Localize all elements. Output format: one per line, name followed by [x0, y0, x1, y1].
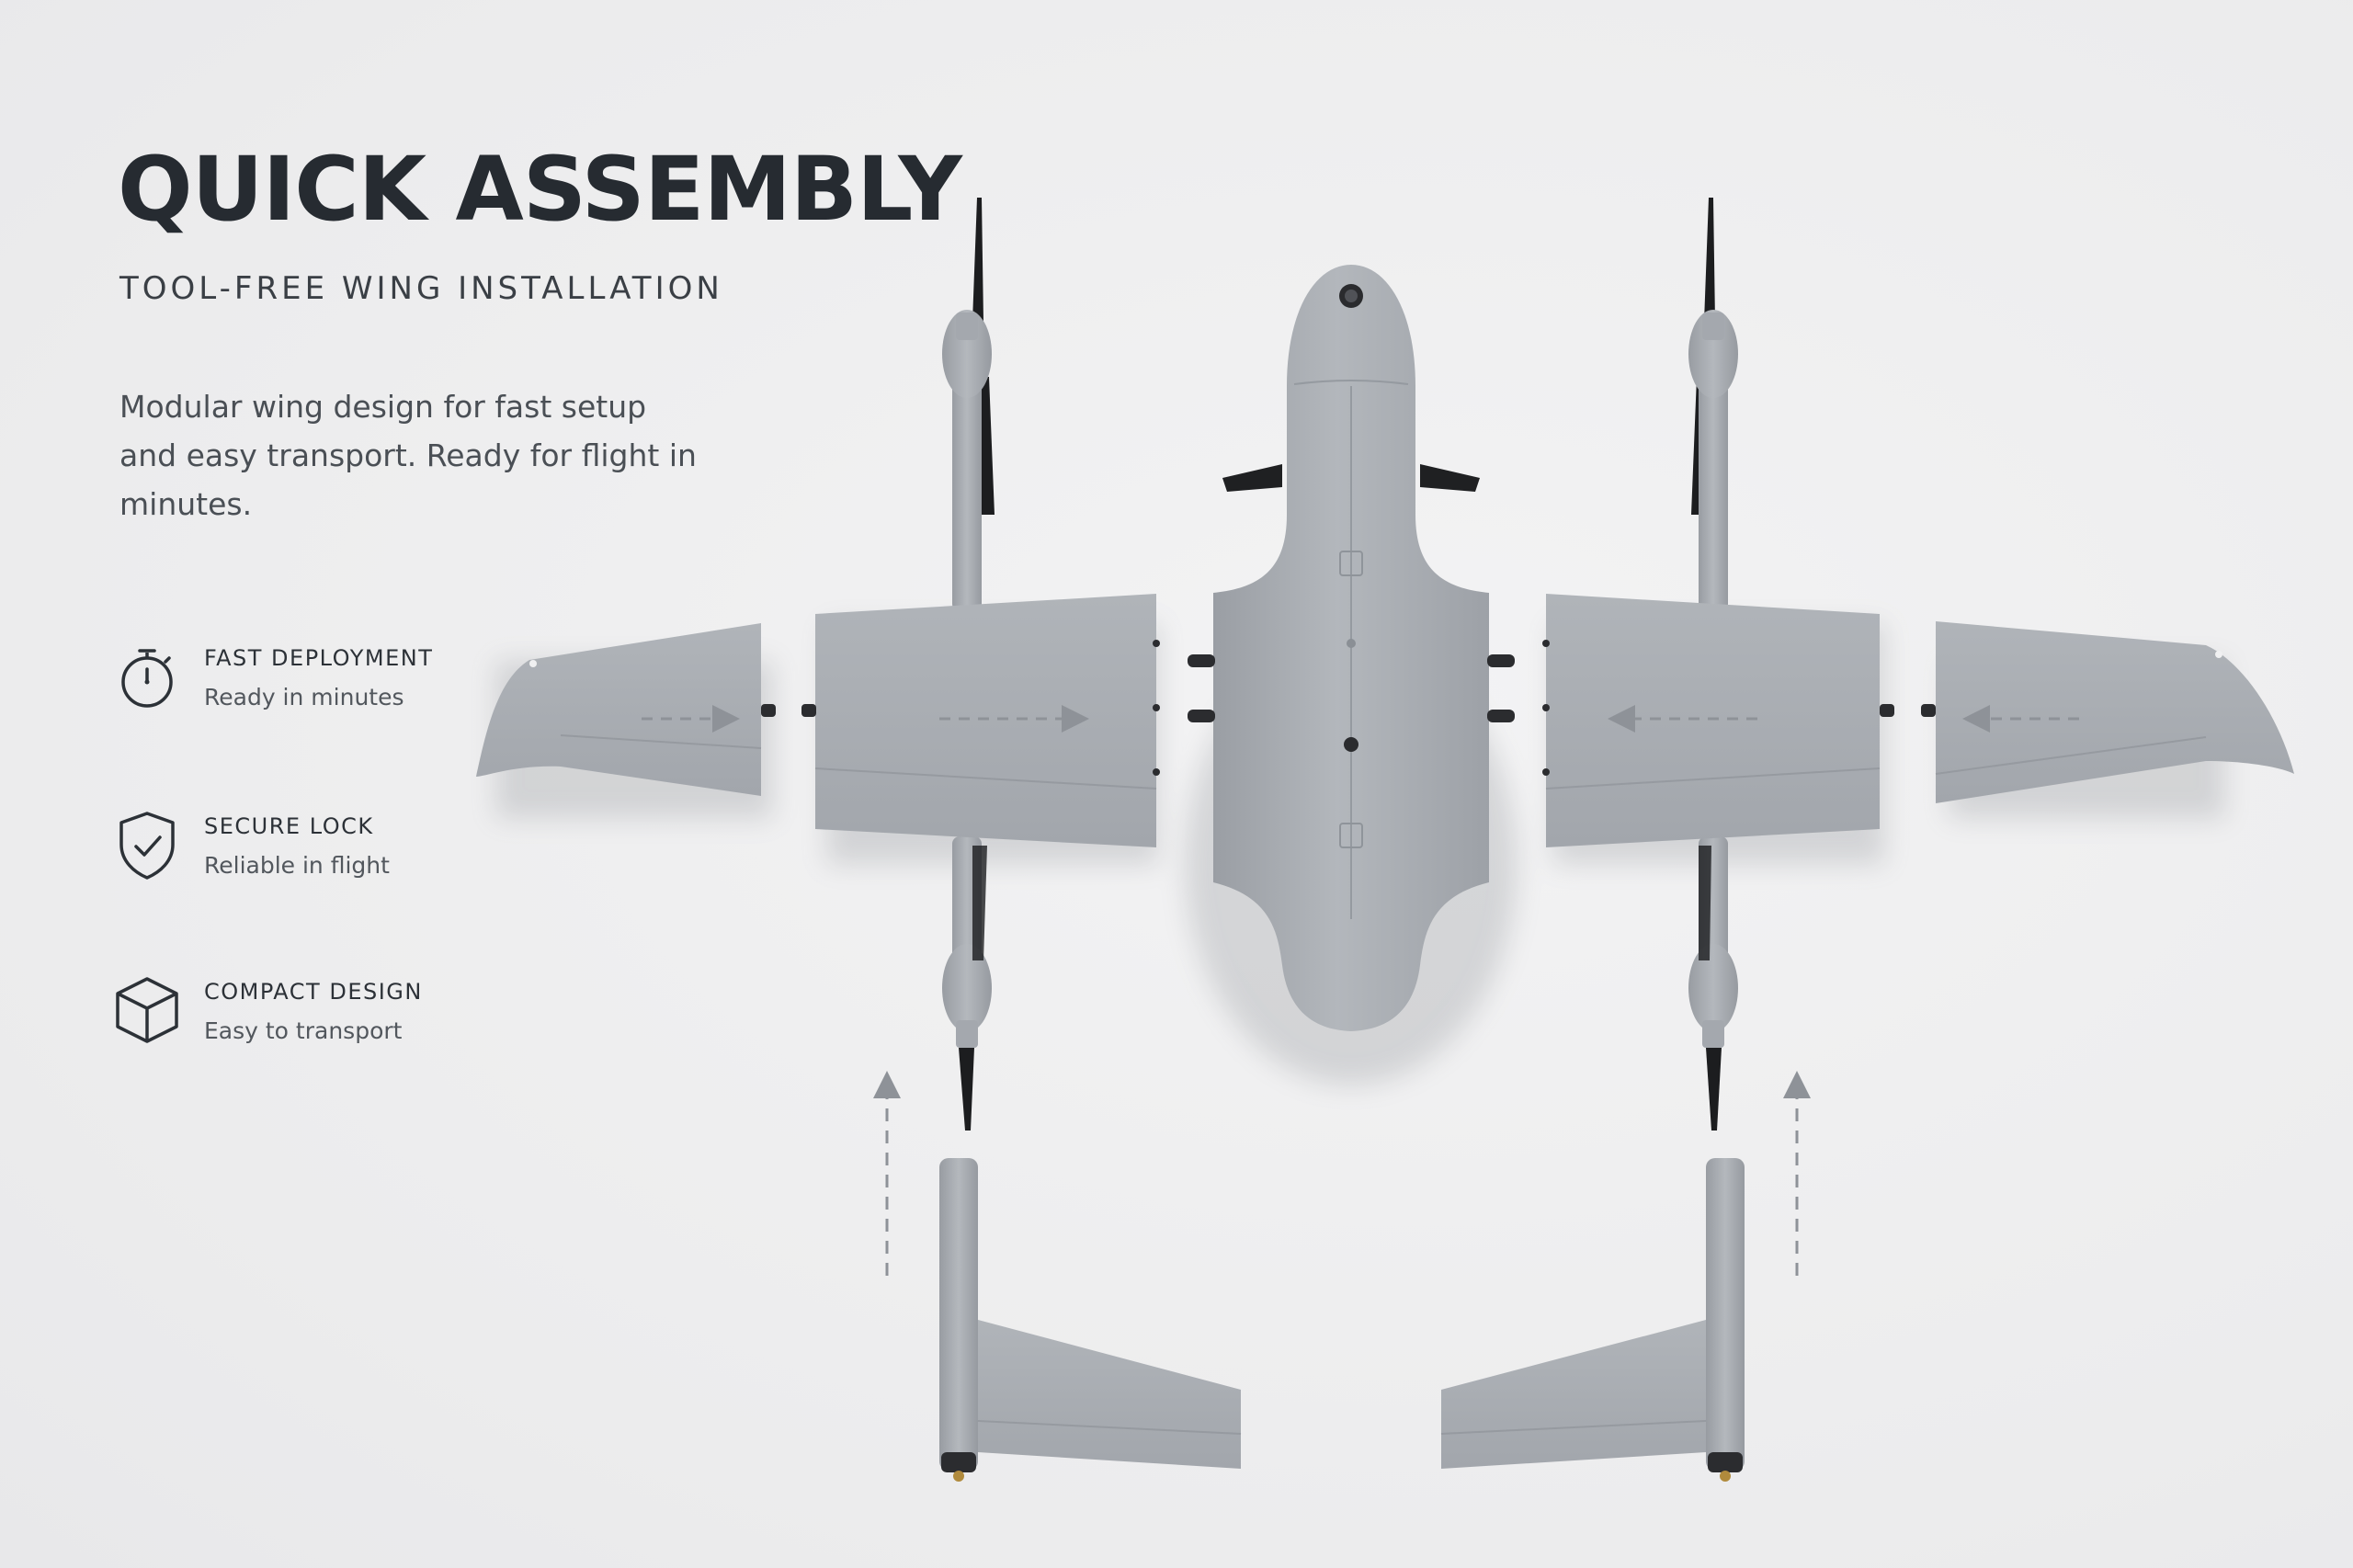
- feature-secure-lock: SECURE LOCK Reliable in flight: [112, 802, 590, 903]
- feature-title: SECURE LOCK: [204, 813, 374, 839]
- left-tail-boom: [939, 1158, 1242, 1482]
- feature-title: COMPACT DESIGN: [204, 979, 423, 1005]
- left-outer-wing: [476, 623, 776, 796]
- propeller-blade: [972, 198, 983, 322]
- cube-icon: [112, 973, 182, 1047]
- stopwatch-icon: [112, 640, 182, 713]
- propeller-blade: [1704, 198, 1715, 322]
- feature-subtitle: Easy to transport: [204, 1017, 403, 1044]
- propeller-blade: [959, 1048, 974, 1131]
- page-subtitle: TOOL-FREE WING INSTALLATION: [119, 270, 723, 307]
- right-inner-wing: [1542, 594, 1894, 847]
- propeller-blade: [1706, 1048, 1722, 1131]
- right-motor-boom: [1688, 198, 1738, 1131]
- feature-fast-deployment: FAST DEPLOYMENT Ready in minutes: [112, 634, 590, 735]
- feature-subtitle: Ready in minutes: [204, 684, 404, 710]
- left-motor-boom: [942, 198, 995, 1131]
- fuselage: [1188, 265, 1515, 1031]
- feature-subtitle: Reliable in flight: [204, 852, 390, 879]
- right-tail-boom: [1440, 1158, 1745, 1482]
- right-outer-wing: [1921, 621, 2294, 803]
- shield-check-icon: [112, 808, 182, 881]
- left-inner-wing: [801, 594, 1160, 847]
- product-description: Modular wing design for fast setup and e…: [119, 389, 697, 522]
- feature-compact-design: COMPACT DESIGN Easy to transport: [112, 968, 590, 1069]
- page-title: QUICK ASSEMBLY: [118, 138, 962, 241]
- feature-title: FAST DEPLOYMENT: [204, 645, 434, 671]
